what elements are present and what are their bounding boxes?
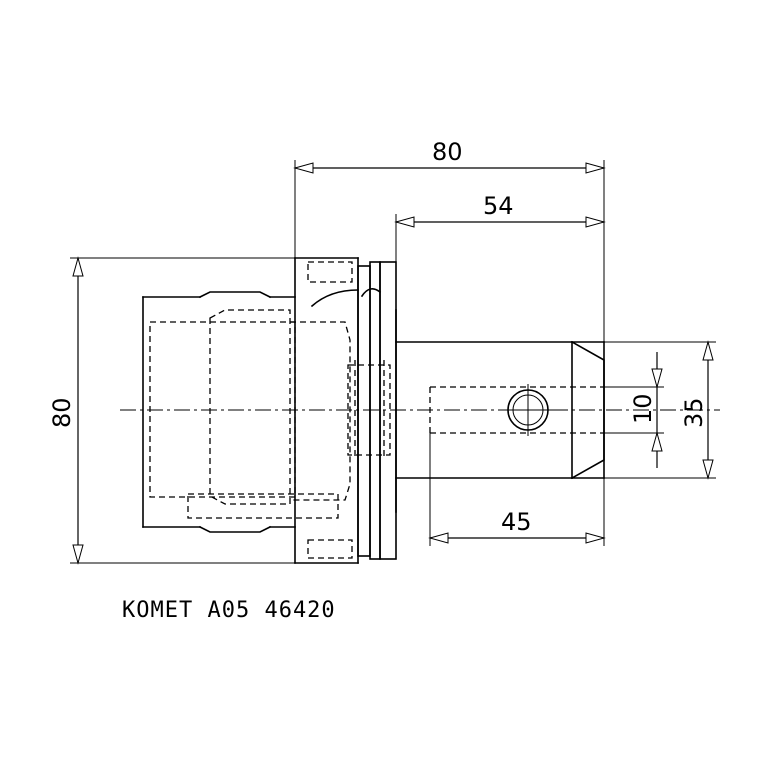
dim-flange-diameter-text: 80 — [48, 397, 76, 428]
dim-shank-diameter: 35 — [604, 340, 716, 480]
dim-shank-diameter-text: 35 — [680, 397, 708, 428]
dim-overall-length: 80 — [293, 138, 606, 342]
dim-flange-diameter: 80 — [48, 256, 295, 565]
dim-overall-length-text: 80 — [432, 138, 463, 166]
cross-hole — [502, 384, 554, 436]
dim-shank-length: 54 — [394, 192, 606, 262]
dim-shank-length-text: 54 — [483, 192, 514, 220]
dim-shank-cut-length-text: 45 — [501, 508, 532, 536]
dim-shank-cut-length: 45 — [428, 433, 606, 546]
dim-hole-diameter-text: 10 — [629, 393, 657, 424]
part-label: KOMET A05 46420 — [122, 598, 336, 623]
dim-hole-diameter: 10 — [604, 352, 664, 468]
